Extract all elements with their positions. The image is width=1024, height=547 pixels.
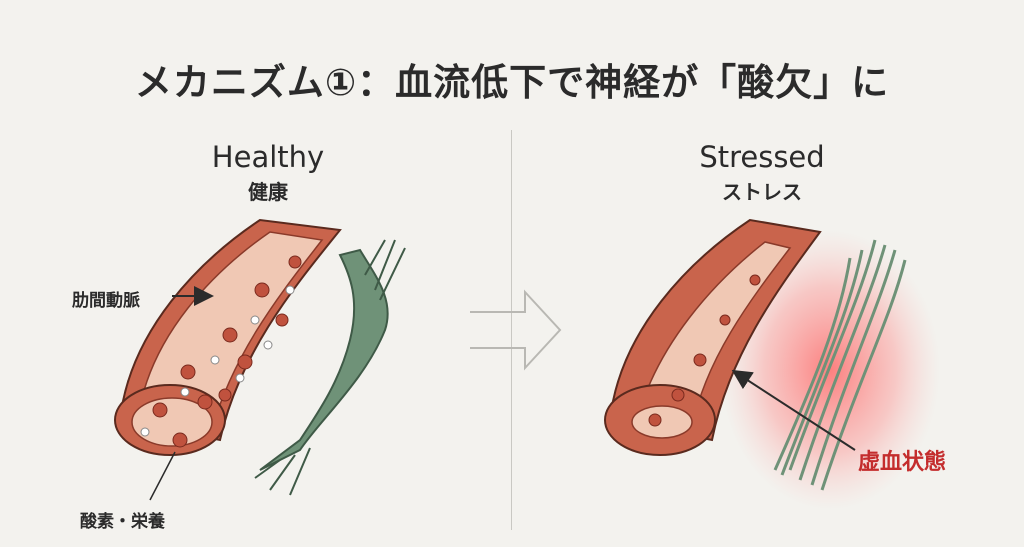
- artery-label: 肋間動脈: [72, 291, 140, 311]
- oxygen-nutrients-label: 酸素・栄養: [80, 512, 165, 532]
- stressed-title-jp: ストレス: [722, 180, 802, 204]
- panel-divider: [511, 130, 512, 530]
- page-title: メカニズム①：血流低下で神経が「酸欠」に: [134, 61, 890, 104]
- stressed-panel-heading: Stressed ストレス: [632, 140, 892, 205]
- healthy-panel-heading: Healthy 健康: [138, 140, 398, 205]
- oxygen-pointer-line: [149, 451, 176, 501]
- healthy-title-en: Healthy: [211, 140, 325, 174]
- ischemia-label: 虚血状態: [858, 450, 947, 475]
- healthy-red-blood-cells: [152, 255, 302, 448]
- healthy-title-jp: 健康: [248, 180, 288, 204]
- ischemia-pointer-arrow: [731, 369, 856, 451]
- stressed-title-en: Stressed: [699, 140, 825, 174]
- transition-arrow-icon: [470, 289, 562, 371]
- oxygen-particles: [140, 285, 295, 437]
- stressed-red-blood-cells: [648, 274, 761, 427]
- healthy-nerve: [254, 239, 406, 496]
- stressed-artery: [604, 218, 822, 456]
- stressed-nerve: [773, 239, 907, 491]
